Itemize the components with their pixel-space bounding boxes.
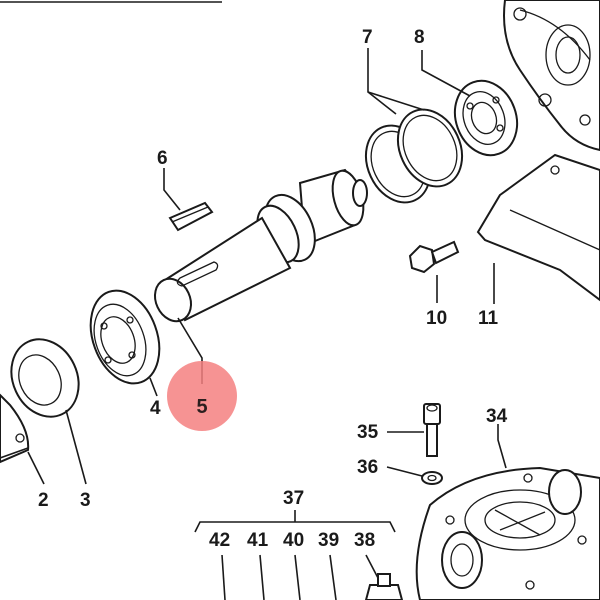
part-4-bearing [89,289,161,385]
part-7-rings [364,108,464,204]
callout-5: 5 [196,396,207,418]
part-38-fitting [364,573,404,600]
callout-39: 39 [318,530,339,551]
part-36-washer [421,471,443,485]
part-10-bolt [408,240,460,274]
callout-labels: 7 8 6 10 11 4 3 2 35 36 34 37 42 41 40 3… [38,27,508,551]
highlight-marker[interactable]: 5 [167,361,237,431]
callout-4: 4 [150,398,161,419]
part-6-key [168,201,214,232]
callout-37: 37 [283,488,304,509]
part-2-cover [0,393,30,464]
callout-7: 7 [362,27,373,48]
callout-11: 11 [478,308,499,329]
part-11-bracket [476,153,600,302]
callout-2: 2 [38,490,49,511]
callout-38: 38 [354,530,375,551]
callout-34: 34 [486,406,508,427]
highlight-circle[interactable] [167,361,237,431]
callout-35: 35 [357,422,379,443]
callout-8: 8 [414,27,425,48]
upper-housing [503,0,600,152]
part-34-gearbox-housing [415,466,600,600]
callout-10: 10 [426,308,447,329]
part-35-screw [423,403,441,457]
callout-42: 42 [209,530,230,551]
callout-6: 6 [157,148,168,169]
part-8-bearing [453,79,519,157]
callout-3: 3 [80,490,91,511]
callout-40: 40 [283,530,304,551]
callout-41: 41 [247,530,269,551]
part-3-seal [10,338,80,418]
part-5-shaft [154,168,368,323]
callout-36: 36 [357,457,378,478]
